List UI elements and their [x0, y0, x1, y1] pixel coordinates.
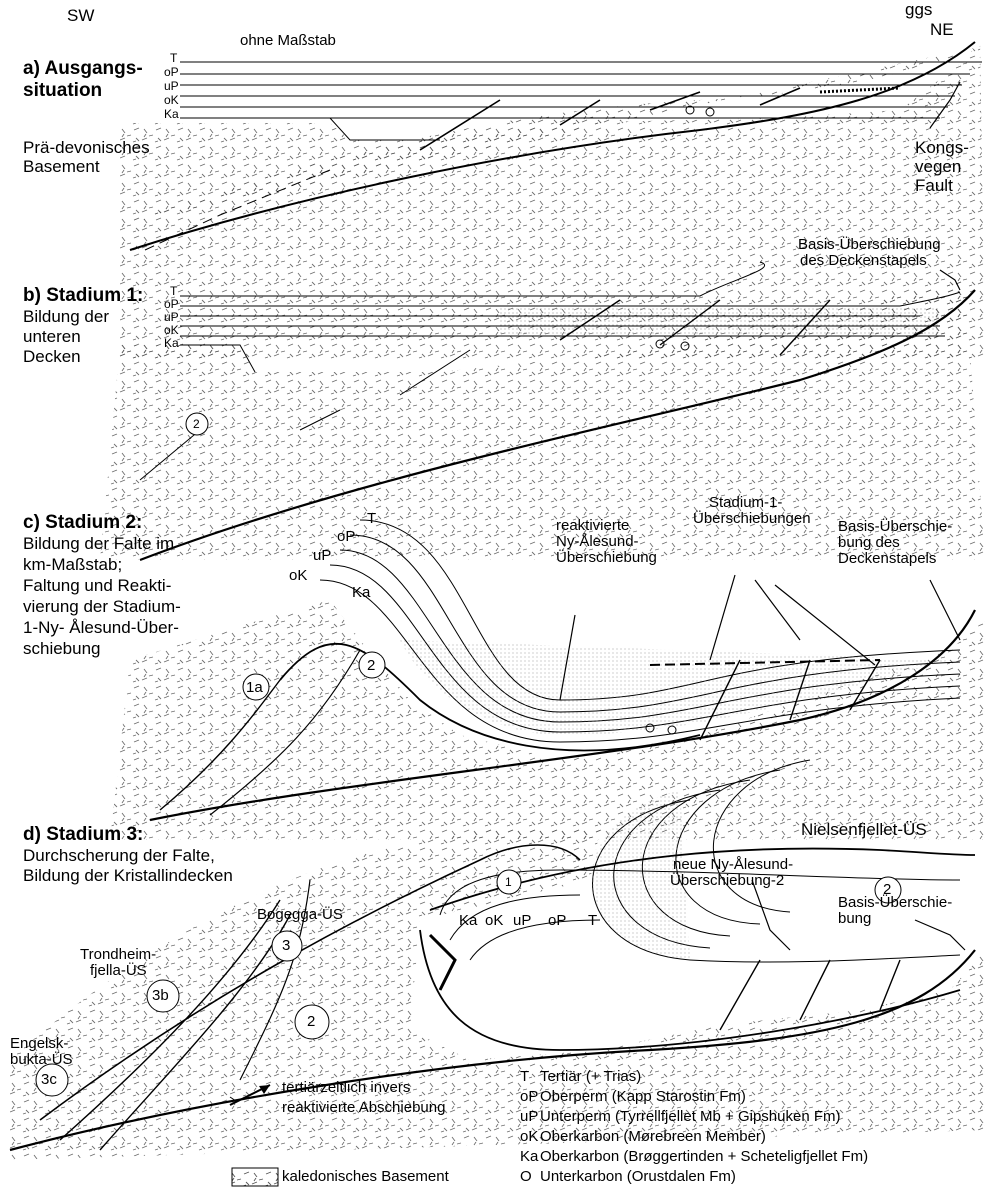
- panel-d-marker-3c: 3c: [41, 1071, 57, 1088]
- panel-d-unit-up: uP: [513, 912, 531, 929]
- panel-b-marker: 2: [193, 418, 200, 431]
- legend-text: Unterkarbon (Orustdalen Fm): [540, 1168, 736, 1185]
- panel-d-nielsen: Nielsenfjellet-ÜS: [801, 820, 927, 840]
- panel-c-sub-5: 1-Ny- Ålesund-Über-: [23, 618, 179, 638]
- panel-c-callout-reactivated-1: reaktivierte: [556, 517, 629, 534]
- panel-c-title: c) Stadium 2:: [23, 512, 142, 533]
- panel-a-unit-ka: Ka: [164, 108, 179, 121]
- panel-d-unit-t: T: [588, 912, 597, 929]
- panel-d-sub-2: Bildung der Kristallindecken: [23, 866, 233, 886]
- legend-symbol: oK: [520, 1127, 540, 1147]
- panel-c-graphic: [110, 520, 985, 840]
- legend-text: Tertiär (+ Trias): [540, 1068, 641, 1085]
- legend-stratigraphy: TTertiär (+ Trias) oPOberperm (Kapp Star…: [520, 1067, 868, 1187]
- legend-symbol: O: [520, 1167, 540, 1187]
- panel-b-callout-1: Basis-Überschiebung: [798, 236, 941, 253]
- panel-b-title: b) Stadium 1:: [23, 285, 143, 306]
- legend-text: Oberkarbon (Brøggertinden + Scheteligfje…: [540, 1148, 868, 1165]
- panel-a-unit-t: T: [170, 52, 177, 65]
- legend-basement-label: kaledonisches Basement: [282, 1167, 449, 1187]
- panel-a-title-2: situation: [23, 80, 102, 101]
- legend-text: Oberperm (Kapp Starostin Fm): [540, 1088, 746, 1105]
- panel-d-basis-2: bung: [838, 910, 871, 927]
- panel-c-marker-2: 2: [367, 657, 375, 674]
- panel-d-title: d) Stadium 3:: [23, 824, 143, 845]
- panel-a-fault-label-1: Kongs-: [915, 138, 969, 158]
- panel-c-unit-op: oP: [337, 528, 355, 545]
- panel-b-sub-2: unteren: [23, 327, 81, 347]
- panel-d-bogegga: Bogegga-ÜS: [257, 906, 343, 923]
- legend-symbol: uP: [520, 1107, 540, 1127]
- panel-d-engelsk-1: Engelsk-: [10, 1035, 68, 1052]
- panel-a-unit-op: oP: [164, 66, 179, 79]
- legend-text: Oberkarbon (Mørebreen Member): [540, 1128, 766, 1145]
- legend-basement-swatch: [232, 1168, 278, 1186]
- panel-b-callout-2: des Deckenstapels: [800, 252, 927, 269]
- panel-d-unit-op: oP: [548, 912, 566, 929]
- panel-a-unit-ok: oK: [164, 94, 179, 107]
- panel-c-callout-basis-1: Basis-Überschie-: [838, 518, 952, 535]
- panel-d-marker-1: 1: [505, 876, 512, 889]
- panel-c-sub-3: Faltung und Reakti-: [23, 576, 171, 596]
- direction-sw: SW: [67, 6, 94, 26]
- panel-b-unit-ka: Ka: [164, 337, 179, 350]
- scale-note: ohne Maßstab: [240, 32, 336, 49]
- panel-c-callout-basis-3: Deckenstapels: [838, 550, 936, 567]
- panel-d-marker-2: 2: [883, 881, 891, 898]
- panel-d-sub-1: Durchscherung der Falte,: [23, 846, 215, 866]
- panel-d-unit-ka: Ka: [459, 912, 477, 929]
- panel-d-new-thrust-2: Überschiebung-2: [670, 872, 784, 889]
- panel-c-sub-2: km-Maßstab;: [23, 555, 122, 575]
- panel-d-unit-ok: oK: [485, 912, 503, 929]
- panel-d-marker-2b: 2: [307, 1013, 315, 1030]
- panel-c-callout-basis-2: bung des: [838, 534, 900, 551]
- panel-a-basement-label-2: Basement: [23, 157, 100, 177]
- panel-c-marker-1a: 1a: [246, 679, 263, 696]
- legend-reverse-fault-label-1: tertiärzeitlich invers: [282, 1078, 410, 1098]
- panel-d-trondheim-1: Trondheim-: [80, 946, 156, 963]
- panel-c-unit-up: uP: [313, 547, 331, 564]
- panel-d-new-thrust-1: neue Ny-Ålesund-: [673, 856, 793, 873]
- direction-ne: NE: [930, 20, 954, 40]
- legend-symbol: Ka: [520, 1147, 540, 1167]
- panel-d-engelsk-2: bukta-ÜS: [10, 1051, 73, 1068]
- panel-d-trondheim-2: fjella-ÜS: [90, 962, 147, 979]
- panel-c-callout-stage1-1: Stadium-1-: [709, 494, 782, 511]
- panel-d-marker-3: 3: [282, 937, 290, 954]
- panel-d-marker-3b: 3b: [152, 987, 169, 1004]
- panel-c-sub-4: vierung der Stadium-: [23, 597, 181, 617]
- legend-symbol: T: [520, 1067, 540, 1087]
- panel-a-fault-label-2: vegen: [915, 157, 961, 177]
- panel-c-sub-6: schiebung: [23, 639, 101, 659]
- panel-c-sub-1: Bildung der Falte im: [23, 534, 174, 554]
- panel-c-unit-ok: oK: [289, 567, 307, 584]
- panel-b-sub-1: Bildung der: [23, 307, 109, 327]
- corner-text: ggs: [905, 0, 932, 20]
- panel-c-callout-reactivated-2: Ny-Ålesund-: [556, 533, 639, 550]
- panel-c-unit-ka: Ka: [352, 584, 370, 601]
- panel-c-unit-t: T: [367, 510, 376, 527]
- panel-a-basement-label-1: Prä-devonisches: [23, 138, 150, 158]
- panel-a-title-1: a) Ausgangs-: [23, 58, 143, 79]
- legend-symbol: oP: [520, 1087, 540, 1107]
- panel-a-fault-label-3: Fault: [915, 176, 953, 196]
- panel-d-basis-1: Basis-Überschie-: [838, 894, 952, 911]
- legend-text: Unterperm (Tyrrellfjellet Mb + Gipshuken…: [540, 1108, 841, 1125]
- panel-c-callout-reactivated-3: Überschiebung: [556, 549, 657, 566]
- panel-b-sub-3: Decken: [23, 347, 81, 367]
- legend-reverse-fault-label-2: reaktivierte Abschiebung: [282, 1098, 445, 1118]
- panel-a-unit-up: uP: [164, 80, 179, 93]
- panel-c-callout-stage1-2: Überschiebungen: [693, 510, 811, 527]
